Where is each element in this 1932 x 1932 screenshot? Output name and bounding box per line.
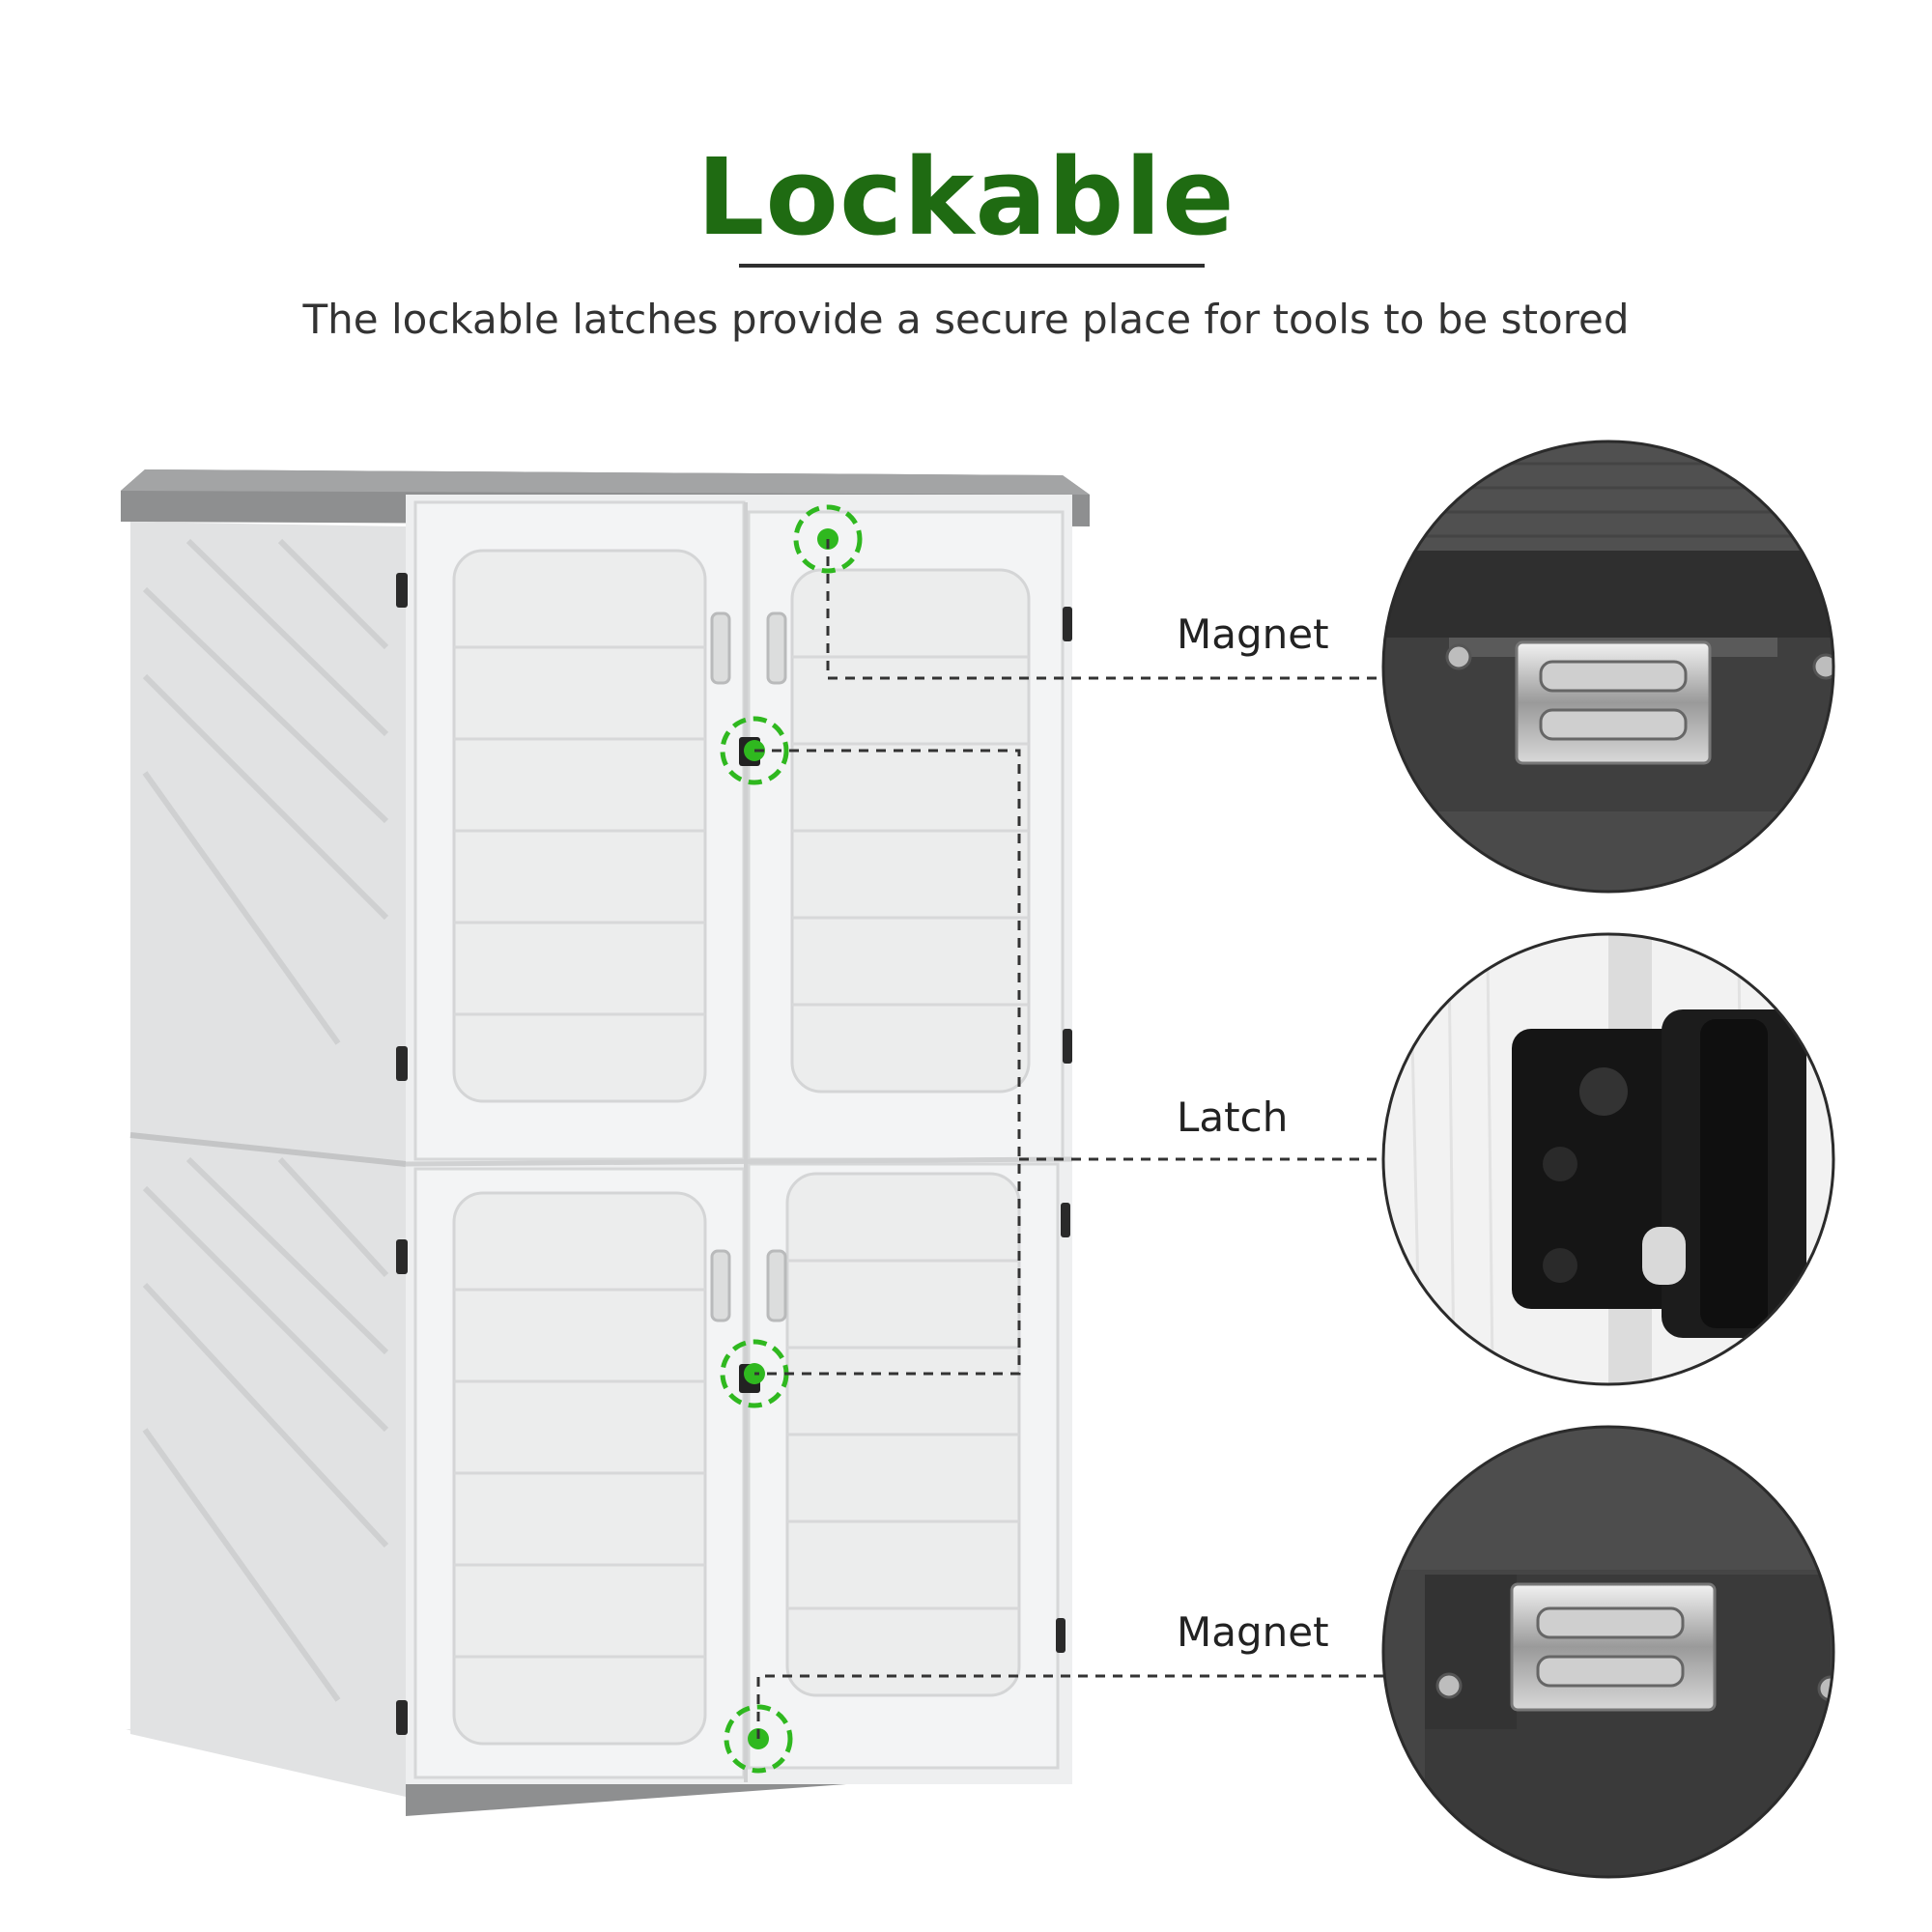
page-subtitle: The lockable latches provide a secure pl… — [302, 296, 1630, 343]
storage-cabinet — [121, 469, 1090, 1816]
detail-latch — [1381, 932, 1835, 1386]
leader-lines — [754, 539, 1406, 1739]
detail-magnet-bottom — [1381, 1425, 1835, 1879]
callout-label-magnet-bottom: Magnet — [1177, 1608, 1329, 1656]
page-title: Lockable — [696, 135, 1236, 259]
detail-magnet-top — [1381, 440, 1835, 894]
callout-label-latch: Latch — [1177, 1094, 1289, 1141]
title-divider — [739, 264, 1205, 268]
callout-label-magnet-top: Magnet — [1177, 611, 1329, 658]
